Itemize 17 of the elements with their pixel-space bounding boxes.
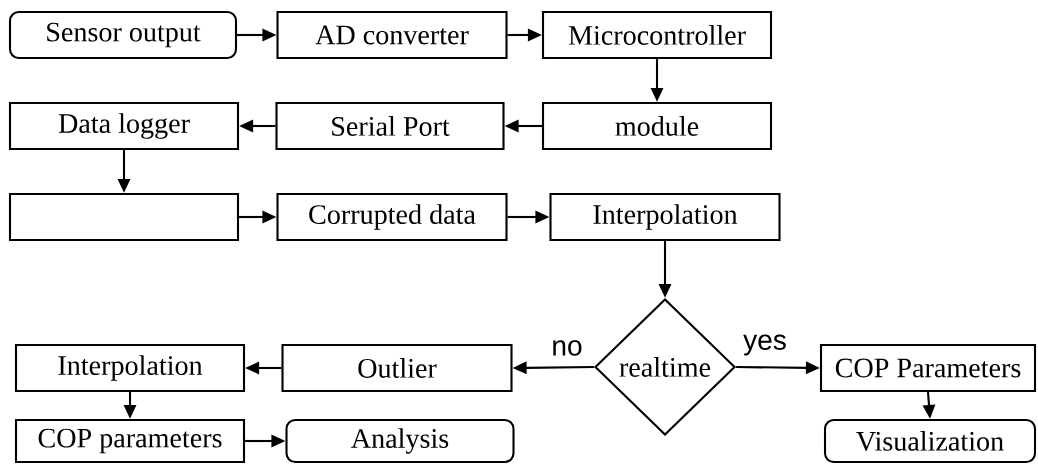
process-box: Data logger [8,101,240,151]
process-box: Serial Port [275,101,505,151]
process-box: Interpolation [14,343,246,393]
process-box: COP parameters [14,418,246,464]
process-box: Interpolation [549,192,781,242]
edge-label: no [549,338,585,358]
process-box: AD converter [276,10,508,60]
edge-label: yes [741,332,789,358]
process-box: module [541,101,773,151]
process-box: Outlier [281,343,513,393]
terminal-box: Visualization [823,418,1037,464]
process-box: Microcontroller [541,10,773,60]
process-box: Corrupted data [276,192,508,242]
process-box [8,192,240,242]
terminal-box: Sensor output [8,10,238,60]
terminal-box: Analysis [285,418,515,464]
process-box: COP Parameters [819,343,1037,393]
